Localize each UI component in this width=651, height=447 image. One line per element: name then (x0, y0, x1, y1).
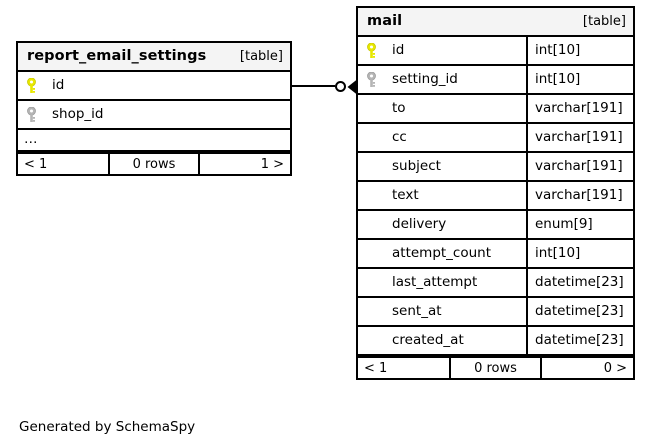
column-name-cell: id (358, 37, 526, 64)
column-type: datetime[23] (535, 302, 624, 319)
more-columns-indicator: … (18, 130, 290, 152)
column-name: shop_id (52, 105, 104, 122)
pager-row-count: 0 rows (107, 154, 201, 174)
table-row[interactable]: attempt_count int[10] (358, 240, 633, 269)
zero-cardinality-circle (335, 80, 346, 92)
no-key-spacer (366, 152, 392, 181)
column-name-cell: subject (358, 153, 526, 180)
column-name: sent_at (392, 302, 442, 319)
column-name: text (392, 186, 419, 203)
table-mail[interactable]: mail [table] id int[10] (356, 6, 635, 380)
table-title: report_email_settings (27, 48, 207, 65)
column-type-cell: datetime[23] (526, 327, 633, 354)
no-key-spacer (366, 210, 392, 239)
column-name: setting_id (392, 70, 458, 87)
column-type-cell: datetime[23] (526, 298, 633, 325)
column-name-cell: setting_id (358, 66, 526, 93)
table-type-label: [table] (582, 14, 626, 29)
column-type: datetime[23] (535, 331, 624, 348)
column-type: int[10] (535, 41, 581, 58)
pager-prev[interactable]: < 1 (24, 156, 48, 172)
column-type-cell: int[10] (526, 240, 633, 267)
column-type: varchar[191] (535, 99, 623, 116)
table-row[interactable]: text varchar[191] (358, 182, 633, 211)
no-key-spacer (366, 268, 392, 297)
column-type: varchar[191] (535, 157, 623, 174)
column-name-cell: sent_at (358, 298, 526, 325)
column-name: subject (392, 157, 441, 174)
column-type-cell: int[10] (526, 37, 633, 64)
table-row[interactable]: subject varchar[191] (358, 153, 633, 182)
column-name-cell: last_attempt (358, 269, 526, 296)
table-row[interactable]: id int[10] (358, 37, 633, 66)
generated-by-caption: Generated by SchemaSpy (19, 419, 196, 435)
column-type: int[10] (535, 70, 581, 87)
table-row[interactable]: delivery enum[9] (358, 211, 633, 240)
column-name: cc (392, 128, 407, 145)
column-name-cell: delivery (358, 211, 526, 238)
table-type-label: [table] (239, 49, 283, 64)
column-type: datetime[23] (535, 273, 624, 290)
column-name: last_attempt (392, 273, 478, 290)
column-name: attempt_count (392, 244, 492, 261)
column-name-cell: id (18, 72, 290, 99)
pager-prev[interactable]: < 1 (364, 360, 388, 376)
no-key-spacer (366, 326, 392, 355)
table-row[interactable]: to varchar[191] (358, 95, 633, 124)
column-name-cell: created_at (358, 327, 526, 354)
column-name: id (392, 41, 405, 58)
pager-next[interactable]: 0 > (603, 360, 627, 376)
column-type-cell: datetime[23] (526, 269, 633, 296)
table-header[interactable]: mail [table] (358, 8, 633, 37)
column-type-cell: varchar[191] (526, 124, 633, 151)
table-row[interactable]: cc varchar[191] (358, 124, 633, 153)
no-key-spacer (366, 297, 392, 326)
foreign-key-icon (366, 65, 392, 94)
primary-key-icon (26, 71, 52, 100)
table-row[interactable]: id (18, 72, 290, 101)
column-type-cell: varchar[191] (526, 153, 633, 180)
table-row[interactable]: last_attempt datetime[23] (358, 269, 633, 298)
column-name-cell: text (358, 182, 526, 209)
no-key-spacer (366, 181, 392, 210)
no-key-spacer (366, 123, 392, 152)
pager-row-count: 0 rows (448, 358, 543, 378)
table-row[interactable]: sent_at datetime[23] (358, 298, 633, 327)
table-row[interactable]: shop_id (18, 101, 290, 130)
column-type-cell: int[10] (526, 66, 633, 93)
column-type: int[10] (535, 244, 581, 261)
table-pager[interactable]: < 1 0 rows 0 > (358, 356, 633, 378)
column-type-cell: varchar[191] (526, 182, 633, 209)
primary-key-icon (366, 36, 392, 65)
table-row[interactable]: setting_id int[10] (358, 66, 633, 95)
pager-next[interactable]: 1 > (260, 156, 285, 172)
column-type-cell: enum[9] (526, 211, 633, 238)
no-key-spacer (366, 94, 392, 123)
crowsfoot-many-icon (347, 79, 357, 99)
column-type: varchar[191] (535, 128, 623, 145)
column-type: enum[9] (535, 215, 593, 232)
column-name-cell: to (358, 95, 526, 122)
column-name: id (52, 76, 65, 93)
column-name: created_at (392, 331, 464, 348)
foreign-key-icon (26, 100, 52, 129)
table-row[interactable]: created_at datetime[23] (358, 327, 633, 356)
column-name: delivery (392, 215, 447, 232)
table-pager[interactable]: < 1 0 rows 1 > (18, 152, 290, 174)
table-report-email-settings[interactable]: report_email_settings [table] id (16, 41, 292, 176)
column-name: to (392, 99, 406, 116)
column-name-cell: attempt_count (358, 240, 526, 267)
table-title: mail (367, 13, 403, 30)
column-name-cell: cc (358, 124, 526, 151)
no-key-spacer (366, 239, 392, 268)
column-type: varchar[191] (535, 186, 623, 203)
table-header[interactable]: report_email_settings [table] (18, 43, 290, 72)
relationship-line (292, 85, 335, 87)
column-type-cell: varchar[191] (526, 95, 633, 122)
column-name-cell: shop_id (18, 101, 290, 128)
relationship-connector-report-email-settings-to-mail[interactable] (292, 78, 358, 96)
